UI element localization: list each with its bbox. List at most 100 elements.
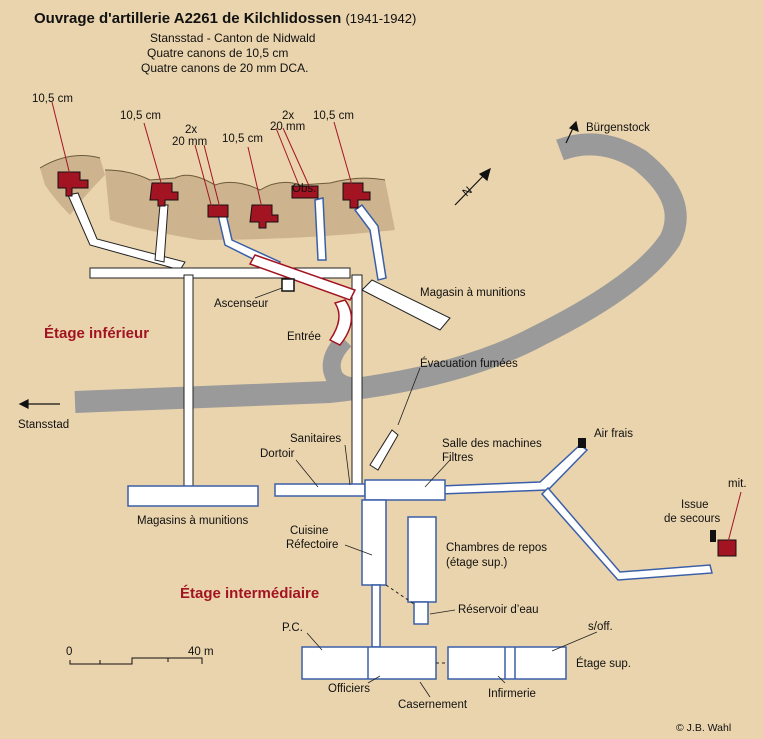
map-title-dates: (1941-1942)	[345, 11, 417, 26]
label-casernement: Casernement	[398, 699, 468, 711]
subtitle-line-2: Quatre canons de 10,5 cm	[147, 46, 289, 60]
label-issue-1: Issue	[681, 499, 709, 511]
pointer-gun3b	[203, 144, 221, 209]
arrow-stansstad-head	[18, 399, 29, 409]
label-infirmerie: Infirmerie	[488, 688, 536, 700]
label-chambres-2: (étage sup.)	[446, 557, 508, 569]
label-etage-inferieur: Étage inférieur	[44, 325, 149, 342]
leader-evacuation	[397, 367, 421, 426]
subtitle-line-3: Quatre canons de 20 mm DCA.	[141, 61, 309, 75]
leader-soff	[551, 631, 598, 652]
pointer-gun2	[143, 122, 163, 187]
label-entree: Entrée	[287, 331, 321, 343]
label-refectoire: Réfectoire	[286, 539, 338, 551]
gallery-center-shaft	[351, 274, 363, 491]
direction-arrows	[18, 120, 579, 409]
label-mit: mit.	[728, 478, 747, 490]
label-dortoir: Dortoir	[260, 448, 295, 460]
pointer-gun3a	[194, 144, 213, 209]
pointer-gun1	[51, 101, 71, 176]
label-etage-intermediaire: Étage intermédiaire	[180, 585, 319, 602]
label-gun5-line1: 2x	[282, 110, 294, 122]
leader-officiers	[367, 675, 381, 684]
label-chambres-1: Chambres de repos	[446, 542, 547, 554]
label-gun3-line2: 20 mm	[172, 136, 207, 148]
label-gun1: 10,5 cm	[32, 93, 73, 105]
gallery-magasin-upper	[361, 279, 451, 331]
leader-dortoir	[295, 459, 319, 488]
leader-reservoir	[429, 609, 456, 615]
label-gun3-line1: 2x	[185, 124, 197, 136]
gun-casemates	[57, 171, 737, 557]
room-cuisine	[361, 499, 387, 586]
scale-bar	[69, 657, 203, 665]
label-gun5-line2: 20 mm	[270, 121, 305, 133]
casemate-gun3	[207, 204, 229, 218]
scale-label-end: 40 m	[188, 646, 214, 658]
label-gun4: 10,5 cm	[222, 133, 263, 145]
label-ascenseur: Ascenseur	[214, 298, 269, 310]
label-gun6: 10,5 cm	[313, 110, 354, 122]
intermediate-level-rooms	[127, 479, 567, 680]
leader-cuisine	[344, 544, 373, 556]
label-issue-2: de secours	[664, 513, 721, 525]
arrow-burgenstock-head	[568, 120, 579, 132]
entry-tunnel	[328, 299, 353, 346]
leader-lines	[254, 287, 598, 698]
room-salle-machines	[364, 479, 446, 501]
scale-label-start: 0	[66, 646, 72, 658]
label-pc: P.C.	[282, 622, 303, 634]
pointer-mit	[727, 491, 742, 543]
gallery-gun6	[353, 203, 387, 281]
pointer-gun4	[247, 146, 263, 209]
room-chambres	[407, 516, 437, 603]
casemate-gun4	[249, 204, 279, 229]
label-evacuation: Évacuation fumées	[420, 357, 518, 370]
room-officiers	[301, 646, 437, 680]
issue-vent	[710, 530, 716, 542]
upper-galleries	[67, 192, 451, 491]
room-reservoir	[413, 601, 429, 625]
gallery-issue	[540, 486, 713, 581]
elevator-shaft	[281, 278, 295, 292]
subtitle-line-1: Stansstad - Canton de Nidwald	[150, 31, 316, 45]
label-officiers: Officiers	[328, 683, 370, 695]
map-title-block: Ouvrage d'artillerie A2261 de Kilchlidos…	[34, 10, 416, 27]
label-sanitaires: Sanitaires	[290, 433, 341, 445]
pointer-gun5b	[282, 127, 311, 189]
label-reservoir: Réservoir d’eau	[458, 604, 539, 616]
gun-pointer-lines	[51, 101, 742, 543]
gallery-evacuation	[369, 429, 399, 471]
label-magasin-munitions-upper: Magasin à munitions	[420, 287, 526, 299]
copyright: © J.B. Wahl	[676, 722, 731, 734]
label-cuisine: Cuisine	[290, 525, 328, 537]
corridor-central	[371, 584, 381, 648]
air-frais-vent	[578, 438, 586, 448]
entry-ramp	[248, 254, 357, 301]
label-etage-sup: Étage sup.	[576, 657, 631, 670]
label-soff: s/off.	[588, 621, 613, 633]
gallery-west-shaft	[183, 274, 194, 491]
label-obs: Obs.	[292, 183, 316, 195]
label-magasins-munitions-lower: Magasins à munitions	[137, 515, 248, 527]
terrain-ridge-line	[39, 155, 386, 191]
leader-salle-machines	[424, 459, 451, 488]
leader-ascenseur	[254, 287, 283, 299]
label-stansstad: Stansstad	[18, 419, 69, 431]
casemate-gun6	[342, 182, 371, 209]
leader-infirmerie	[497, 675, 506, 684]
gallery-west	[67, 192, 186, 271]
label-gun2: 10,5 cm	[120, 110, 161, 122]
casemate-issue	[717, 539, 737, 557]
leader-sanitaires	[344, 444, 351, 486]
map-title: Ouvrage d'artillerie A2261 de Kilchlidos…	[34, 10, 342, 27]
gallery-main-corridor	[89, 267, 351, 279]
casemate-gun1	[57, 171, 89, 197]
north-arrow-line	[454, 171, 488, 206]
pointer-gun5a	[275, 127, 301, 189]
leader-pc	[306, 632, 323, 651]
leader-casernement	[419, 681, 431, 698]
pointer-gun6	[333, 121, 353, 186]
